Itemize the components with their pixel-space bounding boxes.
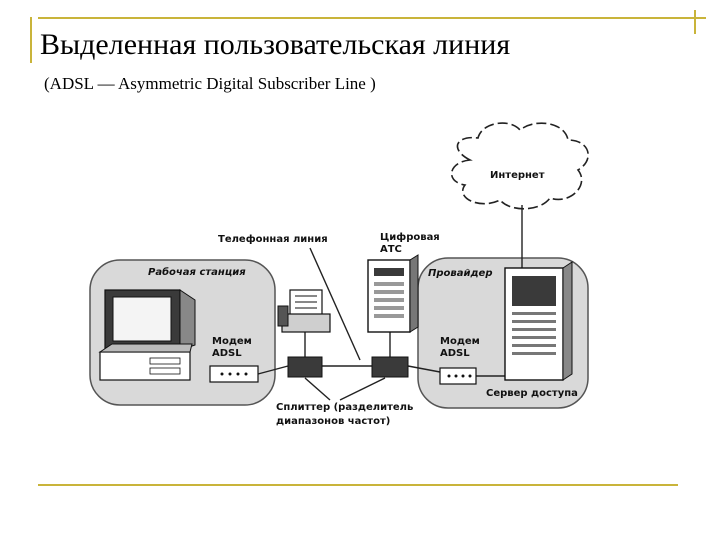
left-decorative-line — [30, 17, 32, 63]
internet-label: Интернет — [490, 170, 545, 181]
access-server-device — [504, 261, 573, 381]
top-decorative-line — [38, 17, 706, 19]
modem-left-label-2: ADSL — [212, 348, 242, 359]
bottom-decorative-line — [38, 484, 678, 486]
connections — [257, 205, 523, 401]
phone-fax-device — [277, 289, 331, 333]
modem-left-label-1: Модем — [212, 336, 252, 347]
splitter-left — [287, 356, 323, 378]
slide-title: Выделенная пользовательская линия — [40, 28, 511, 61]
splitter-label-1: Сплиттер (разделитель — [276, 402, 413, 413]
digital-ats-device — [367, 254, 419, 333]
modem-right-device — [439, 367, 477, 385]
slide-subtitle: (ADSL — Asymmetric Digital Subscriber Li… — [44, 74, 376, 93]
right-decorative-line — [694, 10, 696, 34]
digital-ats-label-1: Цифровая — [380, 231, 440, 243]
workstation-computer — [98, 289, 196, 381]
modem-left-device — [209, 365, 259, 383]
splitter-right — [371, 356, 409, 378]
internet-cloud — [450, 122, 589, 210]
digital-ats-label-2: АТС — [380, 244, 402, 255]
provider-label: Провайдер — [428, 268, 493, 279]
access-server-label: Сервер доступа — [486, 388, 578, 399]
workstation-label: Рабочая станция — [148, 266, 246, 278]
splitter-label-2: диапазонов частот) — [276, 416, 390, 427]
modem-right-label-1: Модем — [440, 336, 480, 347]
modem-right-label-2: ADSL — [440, 348, 470, 359]
phone-line-label: Телефонная линия — [218, 233, 328, 245]
